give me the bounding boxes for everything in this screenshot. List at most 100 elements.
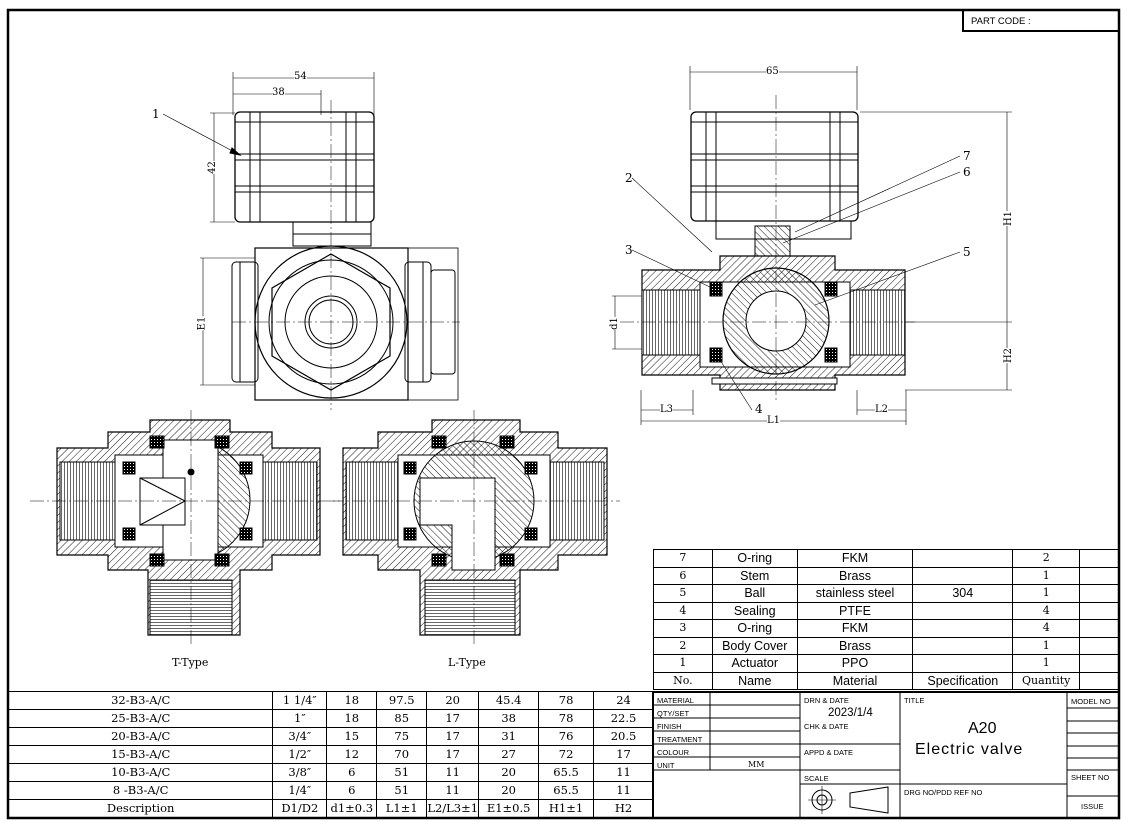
table-cell: 17 bbox=[426, 727, 480, 746]
dim-54: 54 bbox=[294, 71, 307, 82]
bom-cell bbox=[912, 549, 1014, 568]
bom-cell bbox=[1079, 566, 1120, 585]
bom-cell: 1 bbox=[1012, 636, 1081, 655]
model-no-label: MODEL NO bbox=[1071, 697, 1111, 706]
table-cell: 6 bbox=[326, 781, 378, 800]
bom-cell: PTFE bbox=[796, 601, 914, 620]
table-cell: 45.4 bbox=[478, 691, 540, 710]
bom-cell: PPO bbox=[796, 654, 914, 673]
table-cell: 8 -B3-A/C bbox=[7, 781, 274, 800]
bom-cell: No. bbox=[653, 671, 713, 690]
bom-cell bbox=[1079, 619, 1120, 638]
dim-38: 38 bbox=[272, 87, 285, 98]
callout-4: 4 bbox=[755, 402, 763, 416]
table-cell: 1 1/4″ bbox=[272, 691, 328, 710]
table-cell: D1/D2 bbox=[272, 799, 328, 818]
table-cell: 76 bbox=[538, 727, 595, 746]
bom-cell: Name bbox=[711, 671, 798, 690]
bom-cell bbox=[912, 654, 1014, 673]
table-cell: 78 bbox=[538, 709, 595, 728]
table-cell: 24 bbox=[593, 691, 654, 710]
bom-cell bbox=[1079, 549, 1120, 568]
l-type-section bbox=[330, 410, 620, 645]
bom-cell: FKM bbox=[796, 549, 914, 568]
bom-cell bbox=[1079, 671, 1120, 690]
table-cell: Description bbox=[7, 799, 274, 818]
table-cell: 18 bbox=[326, 691, 378, 710]
callout-5: 5 bbox=[963, 245, 971, 259]
table-cell: 20.5 bbox=[593, 727, 654, 746]
issue-label: ISSUE bbox=[1081, 802, 1104, 811]
table-cell: 20 bbox=[426, 691, 480, 710]
table-cell: 11 bbox=[426, 763, 480, 782]
bom-cell: 1 bbox=[1012, 584, 1081, 603]
title-label: TITLE bbox=[904, 696, 925, 705]
l-type-label: L-Type bbox=[448, 656, 486, 669]
bom-cell: 2 bbox=[653, 636, 713, 655]
bom-cell: 4 bbox=[1012, 619, 1081, 638]
material-label: MATERIAL bbox=[657, 696, 694, 705]
drg-no-label: DRG NO/PDD REF NO bbox=[904, 788, 983, 797]
table-cell: 10-B3-A/C bbox=[7, 763, 274, 782]
bom-cell: FKM bbox=[796, 619, 914, 638]
dim-h2: H2 bbox=[1003, 347, 1015, 364]
bom-cell bbox=[1079, 584, 1120, 603]
treatment-label: TREATMENT bbox=[657, 735, 703, 744]
table-cell: 11 bbox=[426, 781, 480, 800]
unit-value: MM bbox=[748, 760, 765, 769]
table-cell: 85 bbox=[376, 709, 428, 728]
bom-cell: Brass bbox=[796, 566, 914, 585]
bom-cell: Actuator bbox=[711, 654, 798, 673]
bom-cell bbox=[912, 566, 1014, 585]
bom-cell: 1 bbox=[653, 654, 713, 673]
title-name: Electric valve bbox=[915, 741, 1024, 758]
table-cell: 17 bbox=[426, 709, 480, 728]
table-cell: 38 bbox=[478, 709, 540, 728]
table-cell: 15-B3-A/C bbox=[7, 745, 274, 764]
bom-cell bbox=[912, 601, 1014, 620]
bom-cell: Body Cover bbox=[711, 636, 798, 655]
title-block-frame bbox=[652, 691, 1119, 818]
drn-date-label: DRN & DATE bbox=[804, 696, 849, 705]
table-cell: 3/4″ bbox=[272, 727, 328, 746]
bom-cell bbox=[1079, 636, 1120, 655]
table-cell: 51 bbox=[376, 763, 428, 782]
table-cell: 1/2″ bbox=[272, 745, 328, 764]
bom-cell: 6 bbox=[653, 566, 713, 585]
dim-42: 42 bbox=[206, 161, 218, 174]
section-view bbox=[612, 66, 1012, 425]
bom-cell bbox=[1079, 654, 1120, 673]
table-cell: H2 bbox=[593, 799, 654, 818]
bom-cell bbox=[912, 636, 1014, 655]
table-cell: 78 bbox=[538, 691, 595, 710]
bom-cell: Brass bbox=[796, 636, 914, 655]
table-cell: d1±0.3 bbox=[326, 799, 378, 818]
table-cell: E1±0.5 bbox=[478, 799, 540, 818]
table-cell: 72 bbox=[538, 745, 595, 764]
finish-label: FINISH bbox=[657, 722, 682, 731]
appd-date-label: APPD & DATE bbox=[804, 748, 854, 757]
table-cell: 75 bbox=[376, 727, 428, 746]
bom-cell: 7 bbox=[653, 549, 713, 568]
dim-e1: E1 bbox=[196, 316, 208, 331]
table-cell: 65.5 bbox=[538, 781, 595, 800]
dim-65: 65 bbox=[766, 66, 779, 77]
table-cell: 3/8″ bbox=[272, 763, 328, 782]
t-type-label: T-Type bbox=[172, 656, 209, 669]
table-cell: 11 bbox=[593, 763, 654, 782]
unit-label: UNIT bbox=[657, 761, 675, 770]
table-cell: 25-B3-A/C bbox=[7, 709, 274, 728]
table-cell: 51 bbox=[376, 781, 428, 800]
